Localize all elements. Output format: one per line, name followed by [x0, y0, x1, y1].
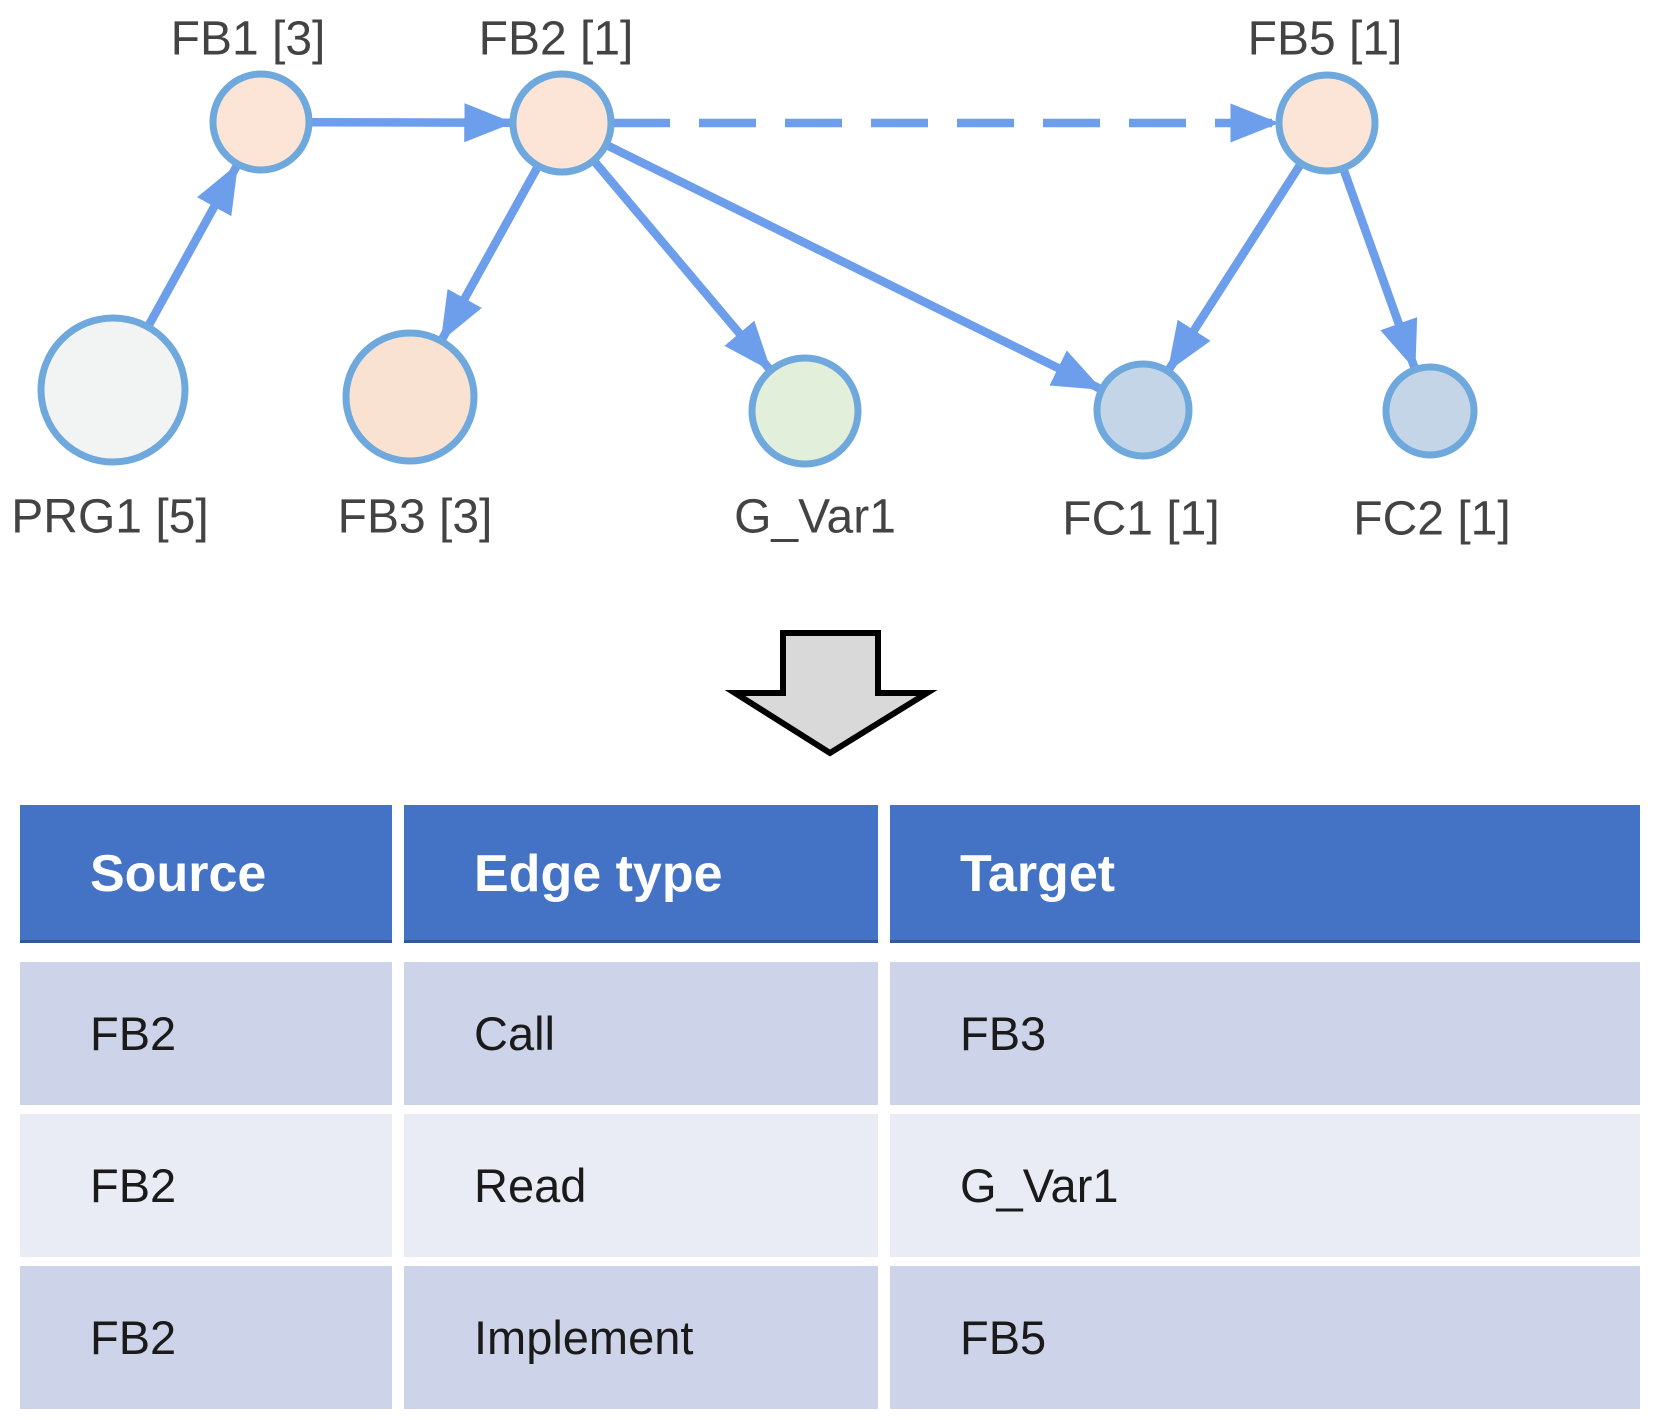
edge-FB2-FC1	[605, 141, 1103, 393]
cell-target: FB5	[890, 1266, 1640, 1409]
cell-edge-type: Call	[404, 962, 878, 1105]
node-label-FB5: FB5 [1]	[1248, 13, 1403, 66]
table-row: FB2 Implement FB5	[20, 1266, 1640, 1409]
node-label-PRG1: PRG1 [5]	[11, 491, 208, 544]
edge-table: Source Edge type Target FB2 Call FB3 FB2…	[20, 805, 1640, 1418]
node-layer	[37, 70, 1478, 468]
cell-source: FB2	[20, 1266, 392, 1409]
edge-FB5-FC2	[1339, 168, 1419, 371]
node-FB5	[1275, 71, 1379, 175]
table-row: FB2 Read G_Var1	[20, 1114, 1640, 1257]
cell-target: FB3	[890, 962, 1640, 1105]
node-label-FC1: FC1 [1]	[1062, 493, 1219, 546]
edge-FB2-FB3	[438, 165, 542, 342]
edge-layer	[145, 103, 1419, 393]
node-PRG1	[37, 314, 189, 466]
node-label-layer: PRG1 [5] FB1 [3] FB2 [1] FB3 [3] G_Var1 FB5 […	[11, 13, 1510, 546]
node-label-FB3: FB3 [3]	[338, 491, 493, 544]
edge-table-header-row: Source Edge type Target	[20, 805, 1640, 943]
node-label-G_Var1: G_Var1	[734, 491, 896, 544]
node-FC1	[1093, 360, 1193, 460]
header-cell-target: Target	[890, 805, 1640, 943]
edge-FB2-G_Var1	[591, 159, 773, 372]
edge-PRG1-FB1	[145, 163, 241, 328]
header-cell-source: Source	[20, 805, 392, 943]
cell-edge-type: Read	[404, 1114, 878, 1257]
cell-source: FB2	[20, 1114, 392, 1257]
node-label-FC2: FC2 [1]	[1353, 493, 1510, 546]
node-FB1	[209, 70, 313, 174]
node-FB3	[342, 329, 478, 465]
node-label-FB1: FB1 [3]	[171, 13, 326, 66]
header-cell-edge-type: Edge type	[404, 805, 878, 943]
edge-FB5-FC1	[1165, 162, 1304, 372]
node-FB2	[509, 70, 615, 176]
table-row: FB2 Call FB3	[20, 962, 1640, 1105]
transform-down-arrow-icon	[724, 630, 938, 757]
node-G_Var1	[748, 354, 862, 468]
cell-target: G_Var1	[890, 1114, 1640, 1257]
node-label-FB2: FB2 [1]	[479, 13, 634, 66]
cell-edge-type: Implement	[404, 1266, 878, 1409]
edge-FB1-FB2	[310, 103, 514, 143]
cell-source: FB2	[20, 962, 392, 1105]
call-graph-figure: PRG1 [5] FB1 [3] FB2 [1] FB3 [3] G_Var1 FB5 […	[11, 13, 1511, 757]
node-FC2	[1382, 363, 1478, 459]
